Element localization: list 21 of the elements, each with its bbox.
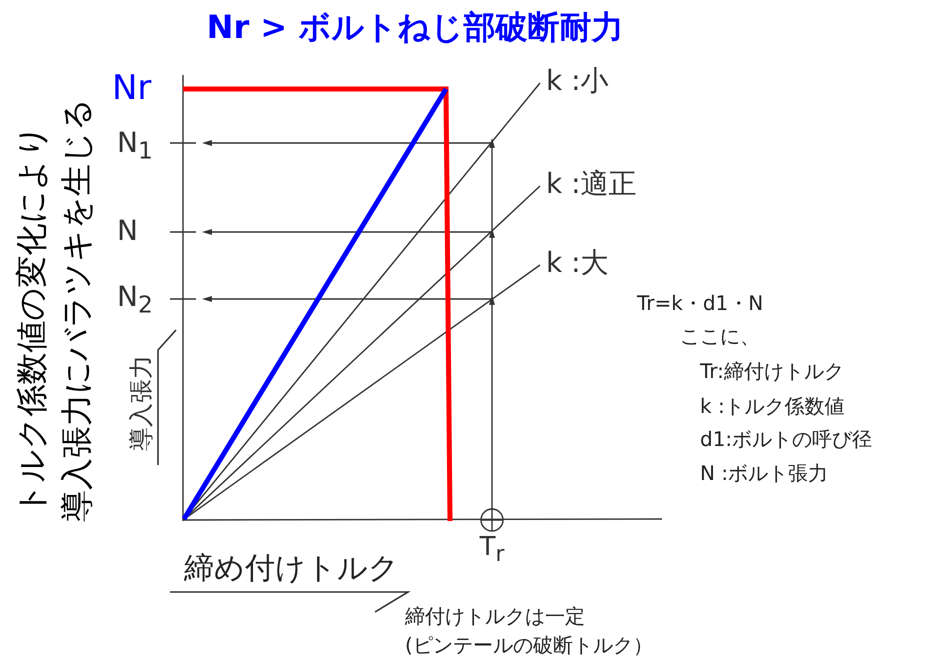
title: Nr > ボルトねじ部破断耐力	[206, 10, 624, 46]
axis-value-label: Nr	[112, 70, 152, 108]
line-label: k :大	[546, 248, 609, 279]
definition-text: d1:ボルトの呼び径	[700, 428, 872, 450]
note-text: 導入張力にバラツキを生じる	[59, 98, 95, 522]
axis-title: 導入張力	[128, 355, 154, 451]
note-text: 締付けトルクは一定	[405, 605, 585, 627]
tick-label: N$_{2}$	[117, 282, 153, 318]
line-label: k :適正	[546, 169, 637, 200]
definition-text: k :トルク係数値	[700, 395, 845, 417]
axis-title: 締め付けトルク	[184, 552, 399, 585]
tick-label: N$_{1}$	[117, 128, 153, 164]
note-text: トルク係数値の変化により	[14, 124, 50, 516]
note-text: (ピンテールの破断トルク）	[405, 634, 653, 656]
line-label: k :小	[546, 66, 609, 97]
definition-text: N :ボルト張力	[700, 462, 828, 484]
tick-label: N	[117, 216, 138, 247]
tick-label: T$_{r}$	[480, 533, 504, 568]
definition-text: Tr:締付けトルク	[700, 360, 844, 382]
definition-text: ここに、	[680, 325, 760, 347]
formula-text: Tr=k・d1・N	[637, 292, 764, 314]
